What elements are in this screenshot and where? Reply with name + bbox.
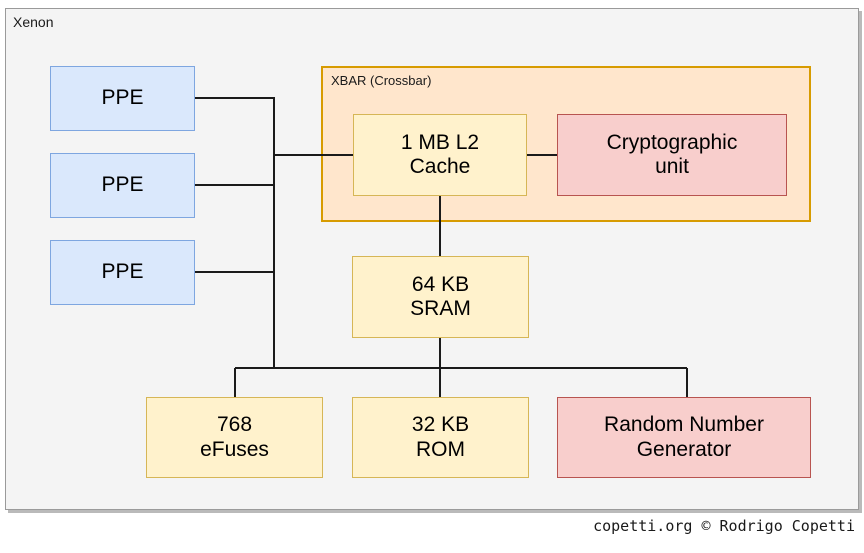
node-ppe-0[interactable]: PPE [50,66,195,131]
chip-container-label: Xenon [13,14,54,30]
node-rom-label-line1: 32 KB [411,413,470,437]
node-cryptographic-unit-label-line1: Cryptographic [606,130,738,154]
node-sram-label-line2: SRAM [410,297,471,320]
node-efuses[interactable]: 768 eFuses [146,397,323,478]
node-sram-label-line1: 64 KB [411,272,470,296]
node-l2-cache[interactable]: 1 MB L2 Cache [353,114,527,196]
node-ppe-2-label: PPE [101,260,144,284]
group-xbar-label: XBAR (Crossbar) [331,73,432,88]
node-l2-cache-label-line1: 1 MB L2 [400,130,480,154]
footer-credit: copetti.org © Rodrigo Copetti [593,517,855,535]
node-sram[interactable]: 64 KB SRAM [352,256,529,338]
node-rom[interactable]: 32 KB ROM [352,397,529,478]
node-rom-label-line2: ROM [416,437,465,461]
node-efuses-label-line1: 768 [216,413,253,437]
node-random-number-generator-label-line1: Random Number [604,413,764,437]
node-cryptographic-unit-label-line2: unit [655,155,689,178]
node-ppe-0-label: PPE [101,86,144,110]
node-random-number-generator-label-line2: Generator [636,437,732,461]
node-efuses-label-line2: eFuses [200,437,269,461]
node-ppe-1-label: PPE [101,173,144,197]
node-ppe-2[interactable]: PPE [50,240,195,305]
node-random-number-generator[interactable]: Random Number Generator [557,397,811,478]
node-ppe-1[interactable]: PPE [50,153,195,218]
node-cryptographic-unit[interactable]: Cryptographic unit [557,114,787,196]
node-l2-cache-label-line2: Cache [409,155,471,178]
